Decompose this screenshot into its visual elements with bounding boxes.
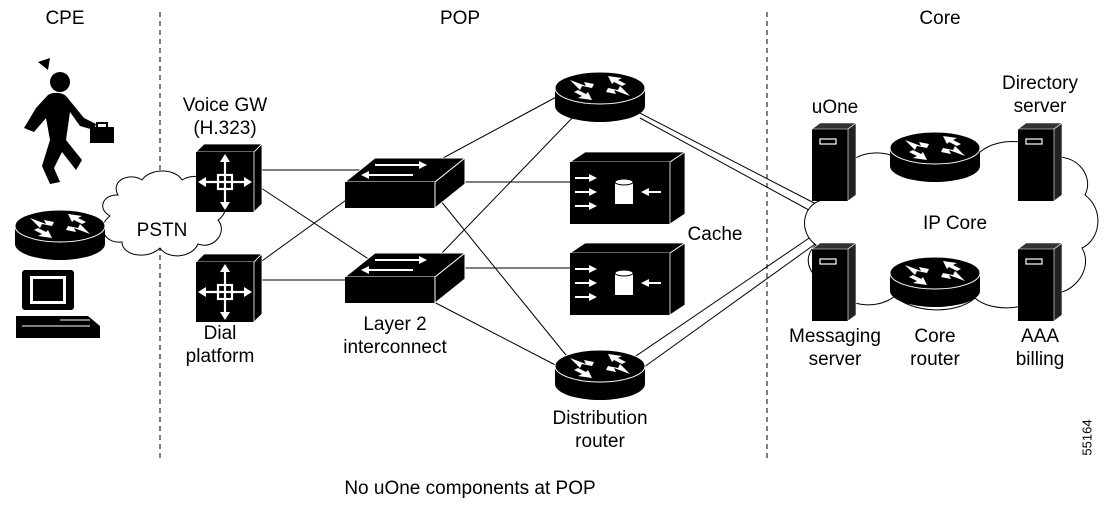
aaa-billing-label-line2: billing: [1015, 349, 1065, 370]
layer2-label-line1: Layer 2: [363, 314, 427, 335]
caption: No uOne components at POP: [344, 478, 596, 499]
distribution-router-label-line1: Distribution: [552, 408, 648, 429]
section-header-pop: POP: [439, 8, 481, 29]
distribution-router-icon: [554, 349, 646, 401]
core-router-icon: [889, 256, 981, 308]
aaa-billing-label-line1: AAA: [1020, 326, 1060, 347]
messaging-server-label-line1: Messaging: [789, 326, 881, 347]
pop-router-icon: [554, 71, 646, 123]
directory-server-label-line2: server: [1013, 96, 1067, 117]
cache-engine-icon: [569, 151, 686, 225]
cache-engine-icon: [569, 242, 686, 316]
dial-label-line1: Dial: [203, 323, 237, 344]
section-header-cpe: CPE: [45, 8, 85, 29]
dial-label-line2: platform: [185, 346, 255, 367]
core-router-icon: [889, 131, 981, 183]
voice-gw-label-line2: (H.323): [193, 118, 257, 139]
computer-icon: [16, 270, 100, 338]
ip-core-label: IP Core: [922, 213, 988, 234]
voice-gateway-icon: [194, 142, 264, 214]
pstn-label: PSTN: [136, 220, 188, 241]
connections: [254, 94, 819, 371]
layer2-switch-icon: [344, 157, 466, 209]
voice-gw-label-line1: Voice GW: [182, 95, 268, 116]
messaging-server-icon: [811, 242, 857, 322]
core-router-label-line2: router: [910, 349, 960, 370]
directory-server-label-line1: Directory: [1001, 73, 1078, 94]
layer2-label-line2: interconnect: [343, 337, 447, 358]
messaging-server-label-line2: server: [808, 349, 862, 370]
cpe-router-icon: [14, 209, 106, 261]
running-businessman-icon: [24, 58, 114, 184]
figure-number: 55164: [1079, 419, 1095, 456]
directory-server-icon: [1017, 122, 1063, 202]
core-router-label-line1: Core: [914, 326, 956, 347]
cache-label: Cache: [687, 224, 743, 245]
aaa-billing-server-icon: [1017, 242, 1063, 322]
uone-server-icon: [811, 122, 857, 202]
distribution-router-label-line2: router: [575, 431, 625, 452]
section-header-core: Core: [919, 8, 961, 29]
layer2-switch-icon: [344, 252, 466, 304]
dial-platform-icon: [194, 252, 264, 324]
uone-label: uOne: [811, 97, 859, 118]
